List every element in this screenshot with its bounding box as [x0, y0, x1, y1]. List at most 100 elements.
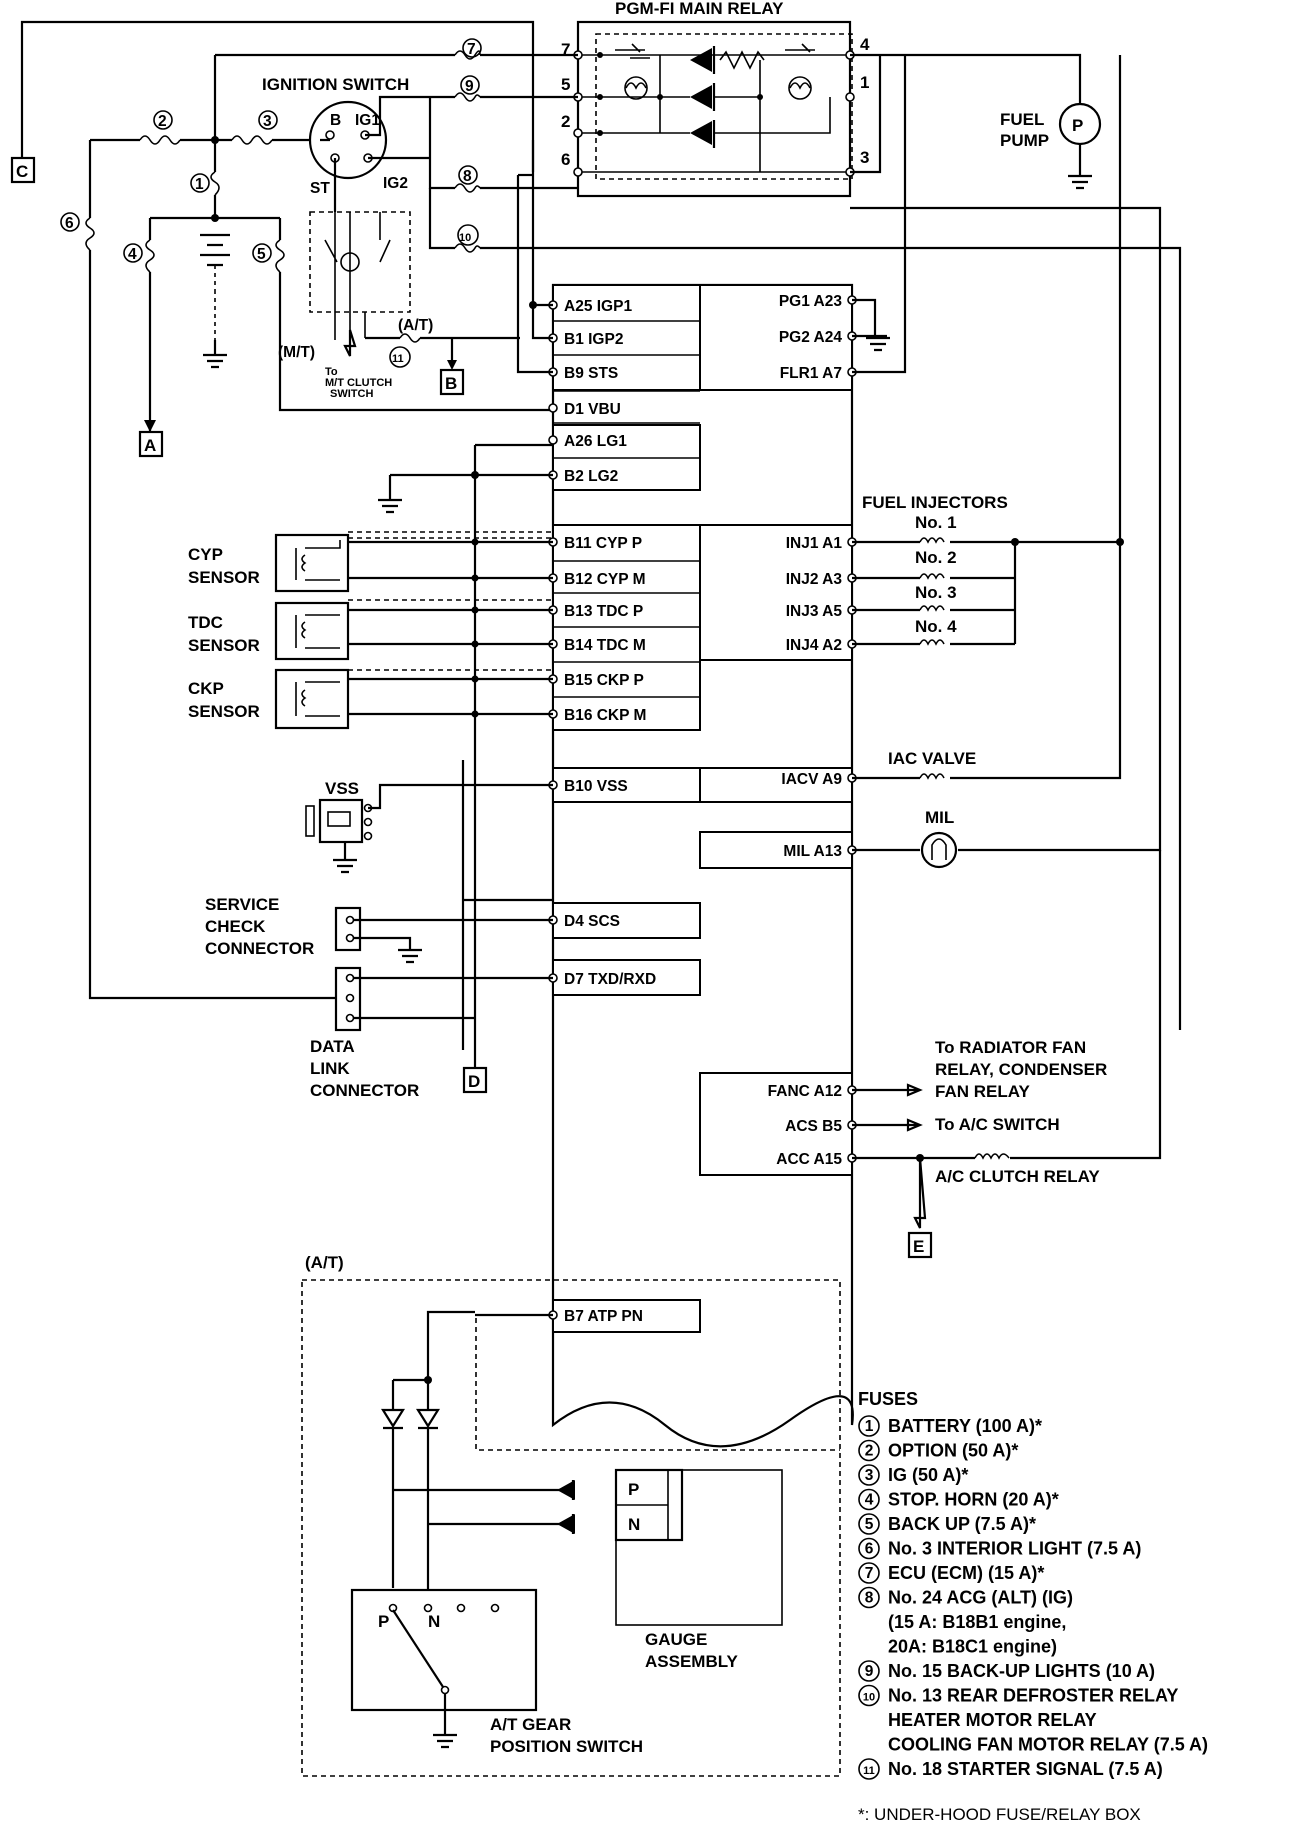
fuse-legend-text: COOLING FAN MOTOR RELAY (7.5 A) [888, 1735, 1208, 1755]
connector-e [907, 1231, 933, 1259]
fuse-number-icon [858, 1464, 880, 1486]
ground-icon [1068, 174, 1092, 190]
ignition-ig1: IG1 [355, 112, 380, 129]
fuse-2-symbol [139, 135, 181, 145]
fuel-pump-symbol [1058, 102, 1102, 146]
vss-sensor: VSS [305, 779, 553, 874]
ecm-right-pin: PG1 A23 [779, 293, 843, 310]
ecm-terminal [548, 403, 558, 413]
fuse-number: 5 [865, 1516, 874, 1533]
fuse-10-number: 10 [459, 232, 471, 244]
scc-label-2: CHECK [205, 917, 266, 936]
fuse-2-number: 2 [158, 113, 167, 130]
ecm-right-pin: ACC A15 [776, 1151, 842, 1168]
fuse-legend-text: No. 13 REAR DEFROSTER RELAY [888, 1686, 1178, 1706]
relay-pin-5: 5 [561, 75, 570, 94]
fuse-legend-text: IG (50 A)* [888, 1465, 968, 1485]
fuse-legend-item: 4 STOP. HORN (20 A)* [858, 1488, 1059, 1511]
ground-icon [433, 1694, 457, 1749]
gauge-p-label: P [628, 1480, 639, 1499]
ecm-left-block [552, 959, 701, 996]
gear-n-label: N [428, 1612, 440, 1631]
fuse-number: 8 [865, 1590, 874, 1607]
fuse-legend-text: OPTION (50 A)* [888, 1441, 1018, 1461]
ecm-terminal [548, 435, 558, 445]
cyp-sensor-label-2: SENSOR [188, 568, 260, 587]
fuse-number-icon [858, 1513, 880, 1535]
connector-b [439, 368, 465, 396]
power-wiring: C [10, 20, 578, 1000]
relay-pin-6: 6 [561, 150, 570, 169]
ecm-right-pin: INJ3 A5 [786, 603, 843, 620]
fuse-11-number: 11 [392, 353, 404, 365]
connector-a-label: A [144, 436, 156, 455]
ground-icon [398, 948, 422, 964]
relay-pin-2: 2 [561, 112, 570, 131]
gear-switch-label-1: A/T GEAR [490, 1715, 571, 1734]
fuse-number-icon [858, 1562, 880, 1584]
ecm-left-pin: D7 TXD/RXD [564, 971, 656, 988]
fuses-footnote: *: UNDER-HOOD FUSE/RELAY BOX [858, 1805, 1141, 1824]
fuse-8-symbol-b [454, 183, 481, 193]
ecm-left-pin: B14 TDC M [564, 637, 646, 654]
ecm-right-pin: ACS B5 [785, 1118, 842, 1135]
fuse-legend-text: 20A: B18C1 engine) [888, 1637, 1057, 1657]
gear-p-label: P [378, 1612, 389, 1631]
ignition-switch: IGNITION SWITCH B IG1 ST IG2 (M/T) To M/… [262, 75, 1182, 1030]
ecm-left-pin: B15 CKP P [564, 672, 644, 689]
ecm-right-block [699, 767, 853, 803]
ecm-left-pin: A26 LG1 [564, 433, 627, 450]
fuse-6-number: 6 [65, 215, 74, 232]
ignition-st: ST [310, 180, 330, 197]
fuse-number: 6 [865, 1541, 874, 1558]
to-mt-label-1: To [325, 366, 338, 378]
ecm-left-block [552, 902, 701, 939]
gauge-label-2: ASSEMBLY [645, 1652, 739, 1671]
ecm-right-pin: INJ4 A2 [786, 637, 842, 654]
fuse-9-symbol [454, 92, 481, 102]
ecm-left-pin: B16 CKP M [564, 707, 646, 724]
fuel-injectors-title: FUEL INJECTORS [862, 493, 1008, 512]
fuse-number: 11 [863, 1765, 875, 1777]
tdc-sensor-label-2: SENSOR [188, 636, 260, 655]
ecm-left-pin: D1 VBU [564, 401, 621, 418]
at-label-top: (A/T) [398, 317, 433, 334]
ignition-b: B [330, 112, 341, 129]
ecm-left-pin: A25 IGP1 [564, 298, 632, 315]
fuse-number: 2 [865, 1443, 874, 1460]
ground-icon [333, 842, 357, 874]
fuse-number-icon [858, 1586, 880, 1609]
ecm-left-pin: B1 IGP2 [564, 331, 623, 348]
connector-e-label: E [913, 1237, 924, 1256]
relay-pin-3: 3 [860, 148, 869, 167]
scc-label-3: CONNECTOR [205, 939, 314, 958]
connector-d [462, 1066, 488, 1094]
fuse-9-number: 9 [465, 78, 474, 95]
fuse-number: 10 [863, 1692, 875, 1704]
fan-and-ac: To RADIATOR FAN RELAY, CONDENSER FAN REL… [852, 850, 1162, 1259]
starter-cut-relay [309, 211, 411, 313]
fuse-legend-text: HEATER MOTOR RELAY [888, 1710, 1097, 1730]
fuse-number: 7 [865, 1565, 874, 1582]
iac-valve: IAC VALVE [852, 55, 1122, 780]
fuse-number: 4 [865, 1492, 874, 1509]
fuse-7-number: 7 [467, 41, 476, 58]
injector-2-label: No. 2 [915, 548, 957, 567]
relay-title: PGM-FI MAIN RELAY [615, 0, 784, 18]
ecm-left-pin: B2 LG2 [564, 468, 618, 485]
fuse-legend-text: (15 A: B18B1 engine, [888, 1612, 1066, 1632]
fuse-legend-text: STOP. HORN (20 A)* [888, 1490, 1059, 1510]
fuse-4-number: 4 [128, 246, 137, 263]
ecm-right-block [699, 1072, 853, 1176]
ecm-left-block [552, 1299, 701, 1333]
ecm-right-pin: INJ1 A1 [786, 535, 843, 552]
ecm-left-block [552, 284, 701, 391]
ground-icon [378, 475, 402, 514]
